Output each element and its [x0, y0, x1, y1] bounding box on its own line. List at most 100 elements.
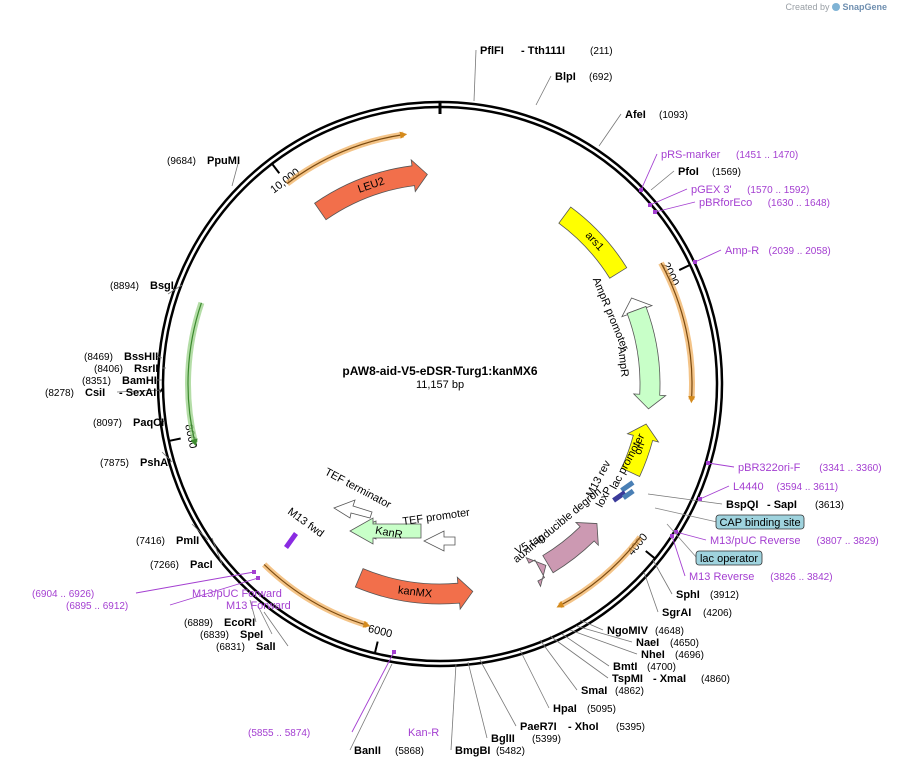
plasmid-size: 11,157 bp	[416, 379, 464, 391]
primer-pbr322ori-f[interactable]: pBR322ori-F(3341 .. 3360)	[706, 461, 882, 474]
primer-pgex-3[interactable]: pGEX 3'(1570 .. 1592)	[648, 184, 809, 207]
enzyme-position-paci: (7266)	[150, 560, 179, 571]
enzyme-site-pflfi[interactable]: PflFI- Tth111I(211)	[473, 45, 613, 102]
credit-prefix: Created by	[785, 2, 830, 12]
lac-promoter-mark[interactable]	[621, 488, 635, 500]
primer-kan-r[interactable]: Kan-R(5855 .. 5874)	[248, 650, 439, 739]
enzyme-site-bsgi[interactable]: BsgI(8894)	[110, 280, 183, 295]
feature-auxin-inducible-degron[interactable]	[542, 521, 599, 574]
primer-position-prs-marker: (1451 .. 1470)	[736, 150, 798, 161]
feature-leu2[interactable]	[314, 158, 428, 221]
primer-leader-m13-puc-forward	[135, 571, 255, 594]
tef-terminator-label: TEF terminator	[323, 466, 394, 511]
enzyme-site-rsrii[interactable]: RsrII(8406)	[94, 363, 166, 375]
enzyme-site-bmti[interactable]: BmtI (4700)	[561, 633, 676, 673]
primer-leader-pbrforeco	[654, 201, 696, 213]
enzyme-site-pmli[interactable]: PmlI(7416)	[136, 523, 209, 547]
feature-label-kanmx: kanMX	[397, 584, 433, 600]
enzyme-position-bamhi: (8351)	[82, 376, 111, 387]
enzyme-site-blpi[interactable]: BlpI(692)	[535, 71, 612, 106]
enzyme-site-naei[interactable]: NaeI(4650)	[575, 625, 699, 649]
enzyme-position-sphi: (3912)	[710, 590, 739, 601]
enzyme-name-bsgi: BsgI	[150, 280, 174, 292]
primer-amp-r[interactable]: Amp-R(2039 .. 2058)	[693, 245, 831, 264]
lac-operator-label: lac operator	[700, 553, 758, 565]
enzyme-site-tspmi[interactable]: TspMI- XmaI(4860)	[549, 635, 730, 685]
enzyme-name-rsrii: RsrII	[134, 363, 158, 375]
enzyme-site-sgrai[interactable]: SgrAI(4206)	[643, 571, 732, 619]
enzyme-site-bmgbi[interactable]: BmgBI(5482)	[450, 663, 525, 757]
cap-binding-site-box[interactable]: CAP binding site	[654, 507, 805, 530]
primer-m13-forward[interactable]: M13 Forward(6895 .. 6912)	[66, 576, 291, 612]
primer-prs-marker[interactable]: pRS-marker (1451 .. 1470)	[639, 149, 798, 192]
enzyme-leader-naei	[575, 625, 633, 643]
enzyme-site-bsshii[interactable]: BssHII(8469)	[84, 351, 163, 363]
primer-position-m13-puc-reverse: (3807 .. 3829)	[817, 536, 879, 547]
enzyme-site-ecori[interactable]: EcoRI(6889)	[184, 599, 257, 629]
enzyme-site-bamhi[interactable]: BamHI(8351)	[82, 375, 162, 387]
enzyme-site-afei[interactable]: AfeI(1093)	[598, 109, 688, 147]
enzyme-site-smai[interactable]: SmaI(4862)	[539, 639, 644, 697]
primer-m13-puc-reverse[interactable]: M13/pUC Reverse(3807 .. 3829)	[674, 530, 879, 547]
enzyme-site-csii[interactable]: CsiI- SexAI *(8278)	[45, 387, 164, 399]
enzyme-position-ngomiv: (4648)	[655, 626, 684, 637]
enzyme-leader-tspmi	[549, 635, 609, 679]
enzyme-site-bspqi[interactable]: BspQI- SapI(3613)	[647, 493, 844, 511]
tick-mark-3	[168, 437, 181, 442]
enzyme-name-bmti: BmtI	[613, 661, 637, 673]
enzyme-site-nhei[interactable]: NheI(4696)	[569, 629, 704, 661]
feature-ars1[interactable]	[558, 206, 628, 279]
enzyme-name-afei: AfeI	[625, 109, 646, 121]
inner-arc-layer	[185, 131, 696, 629]
primer-mark-kan-r	[392, 650, 396, 654]
enzyme-position-bmti: (4700)	[647, 662, 676, 673]
enzyme-leader-ecori	[249, 599, 257, 623]
lac-operator-box[interactable]: lac operator	[666, 523, 763, 566]
enzyme-name-pshai: PshAI	[140, 457, 171, 469]
enzyme-site-paci[interactable]: PacI(7266)	[150, 537, 223, 571]
feature-kanmx[interactable]	[354, 568, 474, 611]
enzyme-name-paer7i: PaeR7I	[520, 721, 557, 733]
enzyme-site-hpai[interactable]: HpaI(5095)	[519, 649, 616, 715]
enzyme-site-ngomiv[interactable]: NgoMIV(4648)	[579, 619, 684, 637]
feature-ori[interactable]	[620, 423, 660, 478]
enzyme-site-paer7i[interactable]: PaeR7I- XhoI(5395)	[479, 659, 645, 733]
primer-m13-reverse[interactable]: M13 Reverse(3826 .. 3842)	[670, 534, 833, 583]
enzyme-site-bglii[interactable]: BglII(5399)	[467, 661, 561, 745]
primer-name-pbr322ori-f: pBR322ori-F	[738, 462, 801, 474]
feature-ampr[interactable]	[626, 305, 667, 410]
feature-label-ampr: AmpR	[615, 346, 631, 378]
enzyme-position-tspmi: (4860)	[701, 674, 730, 685]
primer-pbrforeco[interactable]: pBRforEco(1630 .. 1648)	[653, 197, 830, 214]
tef-terminator-arrow[interactable]: TEF terminator	[323, 466, 394, 519]
primer-name-prs-marker: pRS-marker	[661, 149, 721, 161]
enzyme-site-ppumi[interactable]: PpuMI(9684)	[167, 155, 240, 187]
primer-mark-m13-forward	[256, 576, 260, 580]
enzyme-site-pfoi[interactable]: PfoI(1569)	[650, 166, 741, 191]
primer-m13-puc-forward[interactable]: M13/pUC Forward(6904 .. 6926)	[32, 570, 282, 600]
enzyme-position-hpai: (5095)	[587, 704, 616, 715]
kanr-arrow[interactable]: KanR	[349, 517, 422, 545]
enzyme-position-blpi: (692)	[589, 72, 612, 83]
m13-rev-mark[interactable]	[620, 480, 635, 493]
enzyme-leader-bsshii	[155, 355, 163, 359]
primer-layer: pRS-marker (1451 .. 1470) pGEX 3'(1570 .. …	[32, 149, 882, 739]
primer-position-amp-r: (2039 .. 2058)	[769, 246, 831, 257]
enzyme-site-sali[interactable]: SalI(6831)	[216, 611, 289, 653]
enzyme-site-paqci[interactable]: PaqCI(8097)	[93, 417, 166, 429]
primer-l4440[interactable]: L4440(3594 .. 3611)	[698, 481, 838, 501]
loxp-mark[interactable]	[612, 490, 627, 503]
enzyme-position-ppumi: (9684)	[167, 156, 196, 167]
enzyme-leader-pfoi	[650, 170, 675, 191]
enzyme-site-sphi[interactable]: SphI(3912)	[652, 559, 739, 601]
tick-label-2: 6000	[367, 623, 394, 640]
primer-leader-m13-puc-reverse	[675, 531, 707, 541]
enzyme-site-banii[interactable]: BanII(5868)	[349, 663, 424, 757]
feature-v5-tag[interactable]	[525, 557, 547, 588]
m13-fwd-arrow[interactable]: M13 fwd	[284, 506, 326, 549]
enzyme-site-spei[interactable]: SpeI(6839)	[200, 605, 273, 641]
enzyme-name-smai: SmaI	[581, 685, 607, 697]
primer-leader-prs-marker	[640, 153, 658, 191]
cap-binding-site-label: CAP binding site	[719, 517, 800, 529]
enzyme-site-pshai[interactable]: PshAI(7875)	[100, 451, 173, 469]
